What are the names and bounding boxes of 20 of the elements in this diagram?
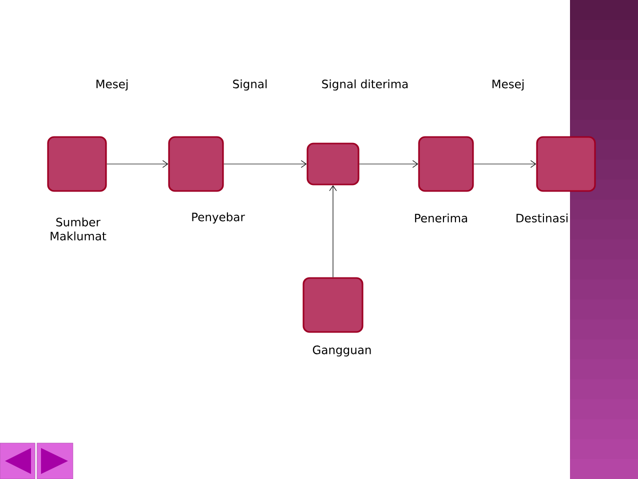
signal-label: Signal diterima xyxy=(322,79,408,91)
arrow xyxy=(474,160,536,168)
box-caption: Gangguan xyxy=(312,346,371,356)
box-caption: Sumber Maklumat xyxy=(50,218,106,240)
rounded-box xyxy=(418,136,474,192)
box-caption: Penerima xyxy=(415,214,468,222)
box-caption: Penyebar xyxy=(192,212,245,224)
arrow xyxy=(224,160,307,168)
rounded-box xyxy=(536,136,596,192)
arrow xyxy=(106,160,168,168)
rounded-box xyxy=(47,136,107,192)
rounded-box xyxy=(168,136,224,192)
signal-label: Signal xyxy=(233,79,267,91)
signal-label: Mesej xyxy=(96,79,128,91)
signal-label: Mesej xyxy=(492,79,524,91)
rounded-box xyxy=(302,277,364,333)
box-caption: Destinasi xyxy=(516,214,568,222)
rounded-box xyxy=(306,142,360,186)
arrow xyxy=(329,185,337,278)
arrow xyxy=(359,160,418,168)
